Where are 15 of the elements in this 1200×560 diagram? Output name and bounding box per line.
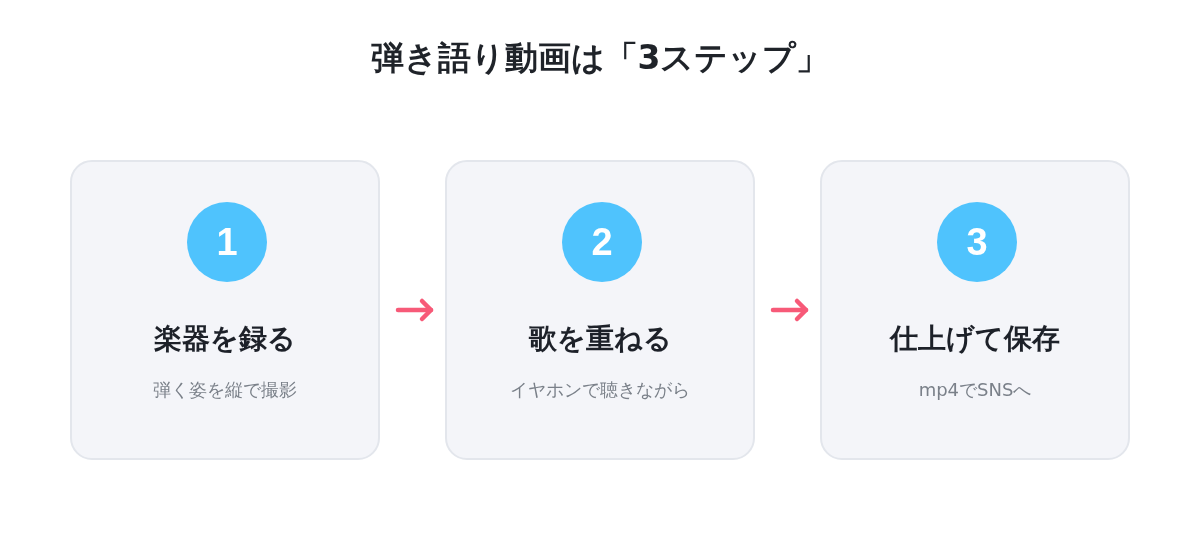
number-circle: 2: [562, 202, 642, 282]
step-description: 弾く姿を縦で撮影: [153, 379, 297, 401]
arrow: [395, 298, 434, 322]
number-circle: 3: [937, 202, 1017, 282]
step-card: [445, 160, 755, 460]
arrow: [770, 298, 809, 322]
step-description: mp4でSNSへ: [918, 379, 1032, 401]
step-title: 楽器を録る: [154, 322, 296, 356]
step-card: [820, 160, 1130, 460]
step-title: 歌を重ねる: [528, 322, 672, 356]
step-card: [70, 160, 380, 460]
step-description: イヤホンで聴きながら: [510, 379, 690, 401]
number-circle: 1: [187, 202, 267, 282]
title: 弾き語り動画は「3ステップ」: [370, 38, 830, 78]
step-title: 仕上げて保存: [890, 322, 1060, 356]
